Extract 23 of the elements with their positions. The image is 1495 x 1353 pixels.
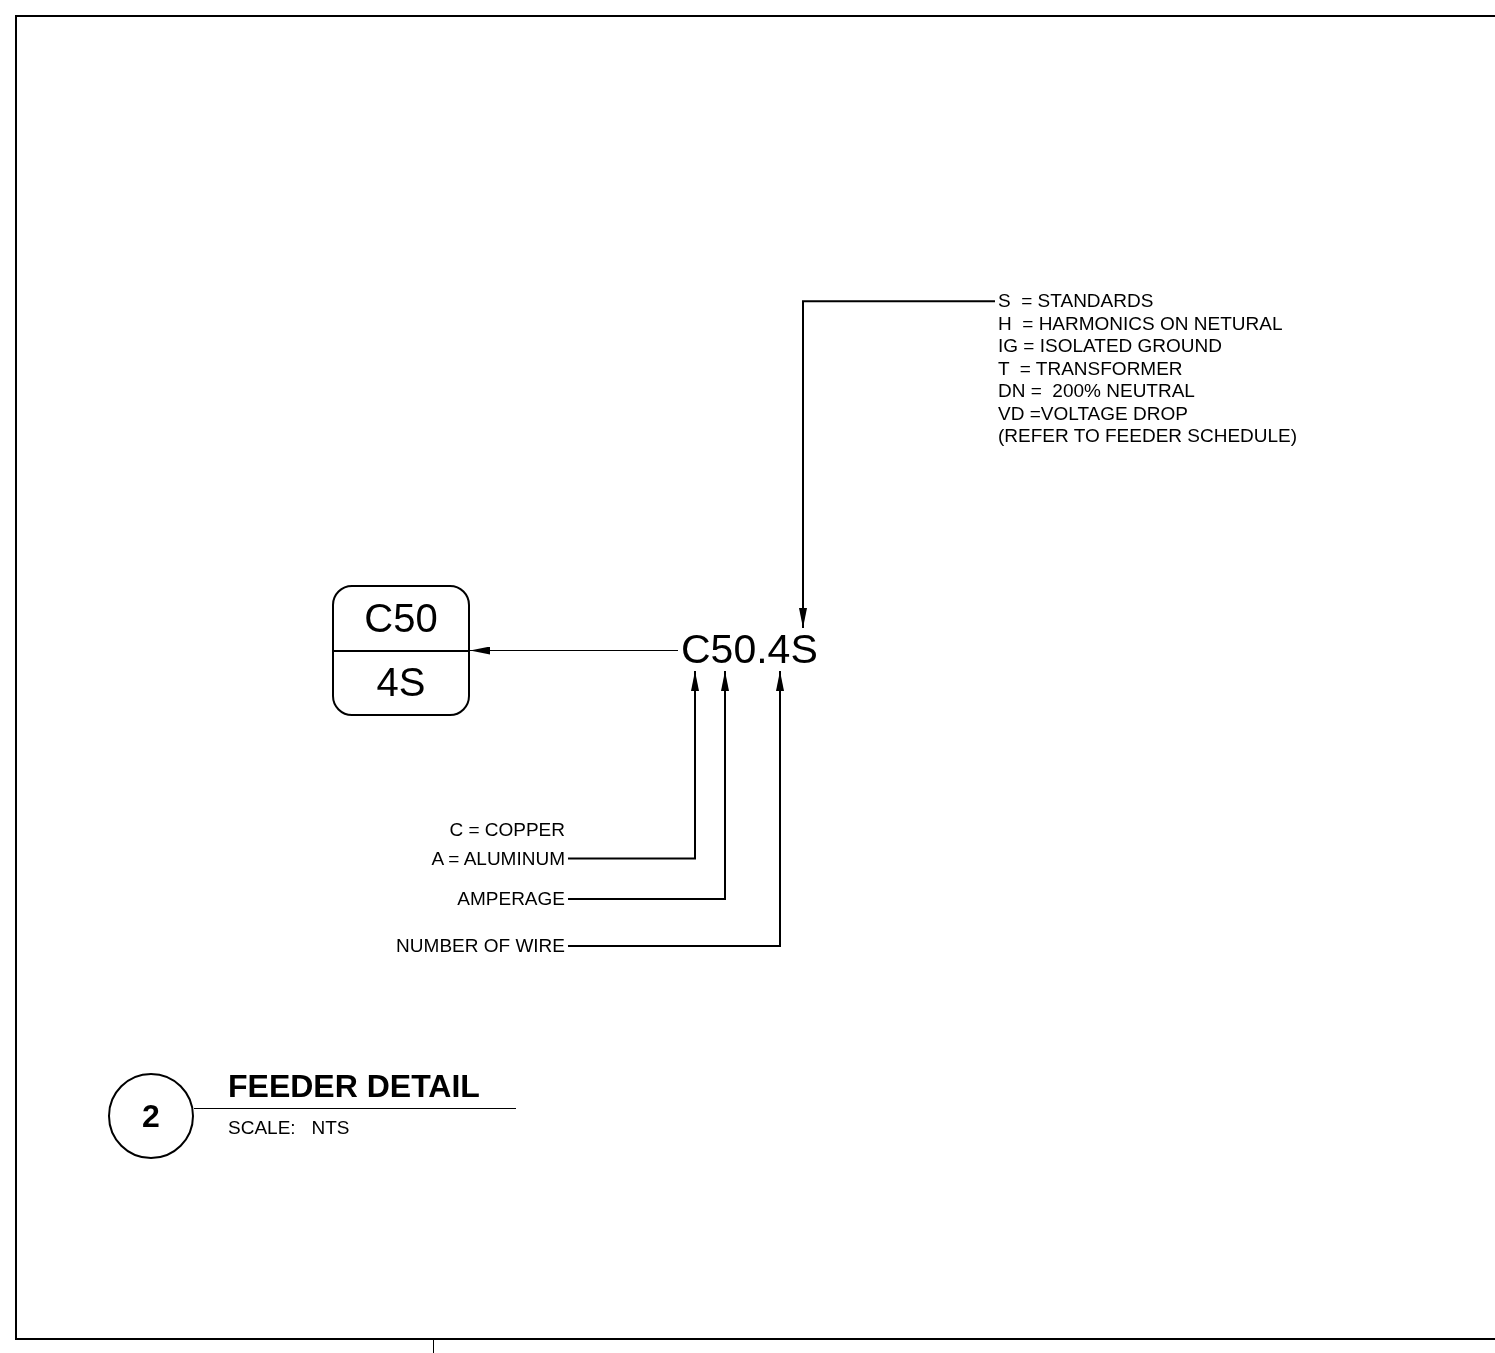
tag-text: C50 [364,595,438,641]
feeder-tag-box [332,585,470,716]
leader-arrow [469,646,679,655]
legend-text: NUMBER OF WIRE [396,934,565,958]
callout-code: C50.4S [681,626,818,673]
leader-arrow [567,670,784,947]
note-line: S = STANDARDS [998,290,1155,313]
tag-text: 4S [376,660,426,706]
note-line: IG = ISOLATED GROUND [998,335,1223,358]
scale-note: SCALE: NTS [228,1117,350,1139]
leader-arrow [799,300,996,629]
detail-number: 2 [108,1073,194,1159]
legend-text: A = ALUMINUM [431,847,565,871]
note-line: H = HARMONICS ON NETURAL [998,312,1284,335]
note-line: DN = 200% NEUTRAL [998,380,1196,403]
note-line: VD =VOLTAGE DROP [998,402,1189,425]
leader-arrow [567,670,699,860]
legend-text: AMPERAGE [457,887,565,911]
note-line: (REFER TO FEEDER SCHEDULE) [998,425,1298,448]
note-line: T = TRANSFORMER [998,357,1184,380]
legend-text: C = COPPER [448,818,565,842]
detail-title: FEEDER DETAIL [228,1068,480,1105]
leader-arrow [567,670,729,900]
